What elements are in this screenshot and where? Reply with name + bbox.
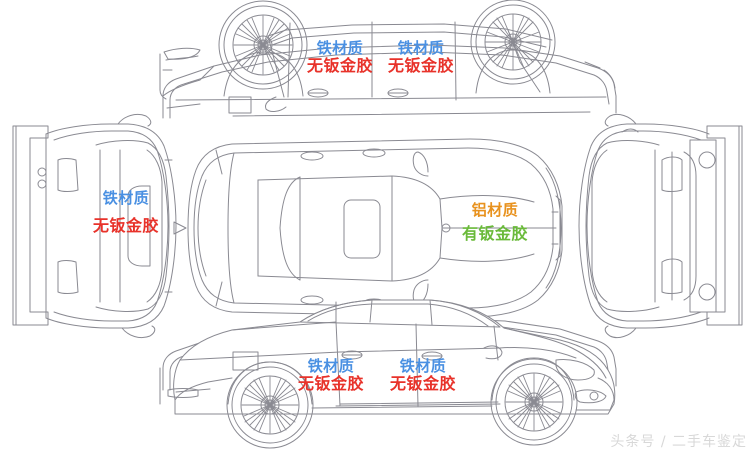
annotation-material: 铁材质 (399, 357, 447, 375)
annotation-adhesive: 无钣金胶 (93, 215, 160, 235)
view-top-down (187, 138, 563, 318)
view-front (578, 113, 743, 339)
annotation-adhesive: 无钣金胶 (307, 55, 374, 75)
wheel-front-side (490, 358, 578, 446)
annotation-material: 铁材质 (102, 189, 150, 207)
annotation-adhesive: 无钣金胶 (388, 55, 455, 75)
annotation-top-front-door: 铁材质 无钣金胶 (388, 40, 454, 75)
annotation-material: 铝材质 (471, 201, 519, 219)
wheel-rear-mirrored (218, 0, 308, 90)
annotation-material: 铁材质 (316, 39, 364, 57)
annotation-material: 铁材质 (397, 39, 445, 57)
view-top-mirrored-side (159, 0, 617, 119)
view-rear (12, 113, 187, 339)
annotation-top-rear-door: 铁材质 无钣金胶 (307, 40, 373, 75)
annotation-side-front-door: 铁材质 无钣金胶 (390, 358, 456, 393)
watermark: 头条号 / 二手车鉴定 (610, 434, 747, 450)
annotation-adhesive: 无钣金胶 (390, 373, 457, 393)
annotation-adhesive: 有钣金胶 (462, 223, 529, 243)
wheel-rear-side (226, 361, 314, 449)
annotation-material: 铁材质 (307, 357, 355, 375)
view-bottom-side-detail (167, 299, 616, 449)
annotation-adhesive: 无钣金胶 (298, 373, 365, 393)
annotation-side-rear-door: 铁材质 无钣金胶 (298, 358, 364, 393)
annotation-rear-view-tailgate: 铁材质 无钣金胶 (93, 190, 159, 235)
annotation-top-down-hood: 铝材质 有钣金胶 (462, 202, 528, 243)
wheel-front-mirrored (470, 0, 556, 85)
